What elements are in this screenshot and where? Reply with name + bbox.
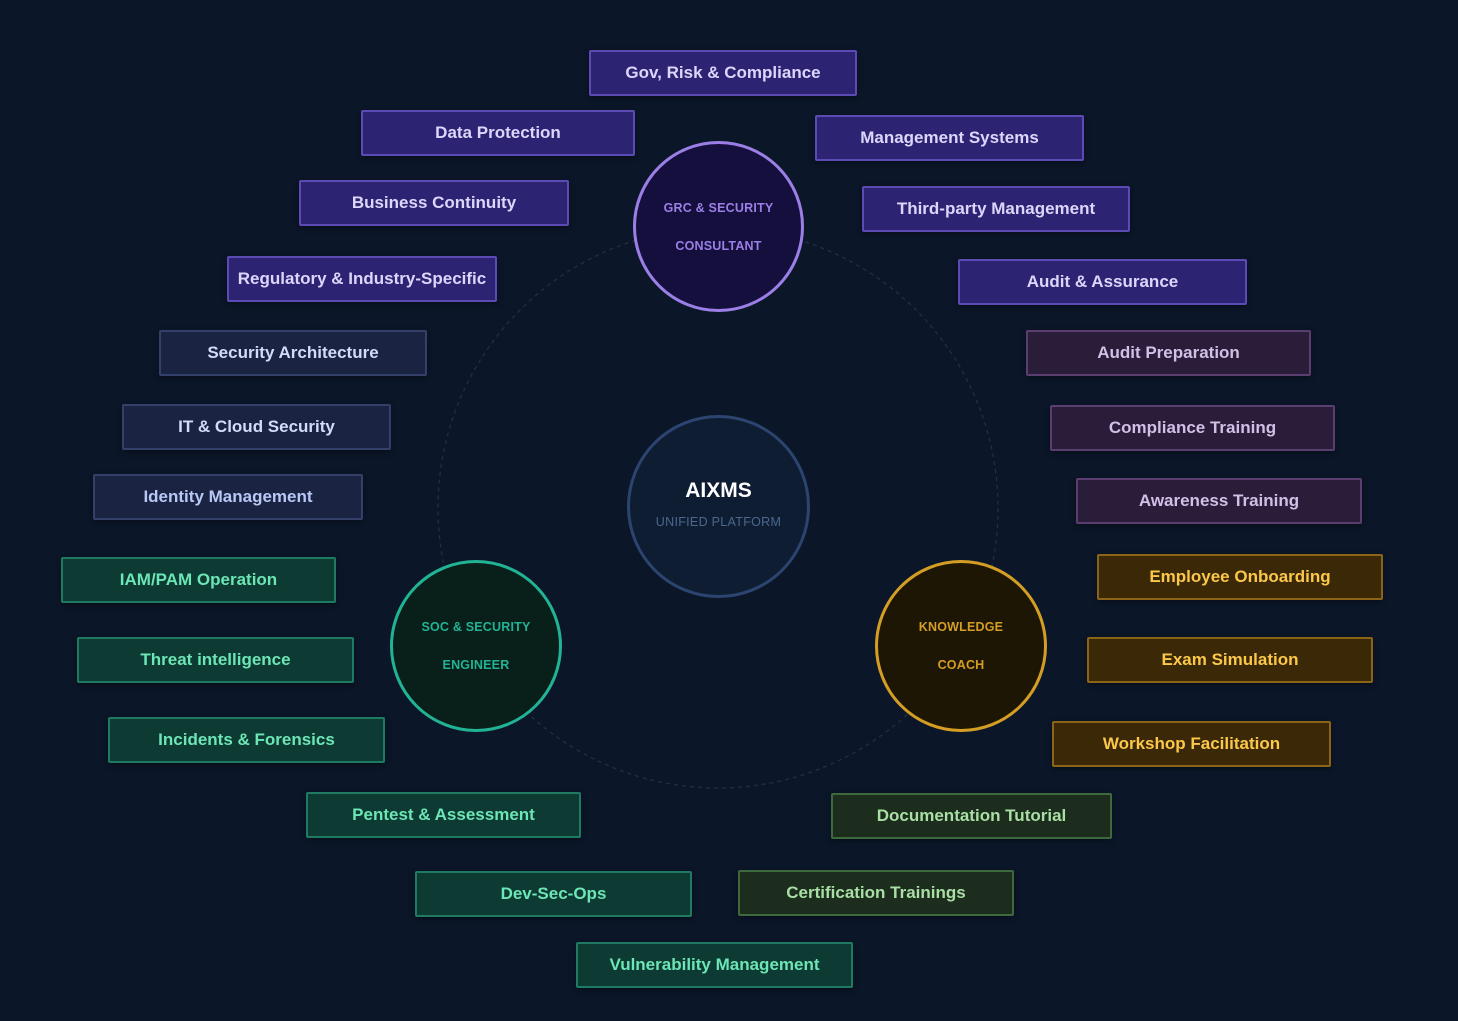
role-soc-line2: ENGINEER [442,658,510,672]
chip-security-architecture[interactable]: Security Architecture [159,330,427,376]
chip-employee-onboarding[interactable]: Employee Onboarding [1097,554,1383,600]
chip-compliance-training[interactable]: Compliance Training [1050,405,1335,451]
chip-audit-assurance[interactable]: Audit & Assurance [958,259,1247,305]
role-node-soc-engineer: SOC & SECURITY ENGINEER [390,560,562,732]
chip-pentest-assessment[interactable]: Pentest & Assessment [306,792,581,838]
chip-awareness-training[interactable]: Awareness Training [1076,478,1362,524]
chip-gov-risk-compliance[interactable]: Gov, Risk & Compliance [589,50,857,96]
role-coach-line2: COACH [937,658,985,672]
chip-workshop-facilitation[interactable]: Workshop Facilitation [1052,721,1331,767]
role-coach-line1: KNOWLEDGE [918,620,1004,634]
role-soc-line1: SOC & SECURITY [421,620,531,634]
chip-business-continuity[interactable]: Business Continuity [299,180,569,226]
chip-dev-sec-ops[interactable]: Dev-Sec-Ops [415,871,692,917]
center-subtitle: UNIFIED PLATFORM [655,514,782,529]
chip-certification-trainings[interactable]: Certification Trainings [738,870,1014,916]
center-title: AIXMS [685,478,752,502]
chip-identity-management[interactable]: Identity Management [93,474,363,520]
chip-iam-pam-operation[interactable]: IAM/PAM Operation [61,557,336,603]
chip-incidents-forensics[interactable]: Incidents & Forensics [108,717,385,763]
role-grc-line1: GRC & SECURITY [663,200,774,215]
chip-data-protection[interactable]: Data Protection [361,110,635,156]
role-grc-line2: CONSULTANT [675,238,762,253]
role-node-knowledge-coach: KNOWLEDGE COACH [875,560,1047,732]
chip-regulatory-industry[interactable]: Regulatory & Industry-Specific [227,256,497,302]
center-hub: AIXMS UNIFIED PLATFORM [627,415,810,598]
chip-threat-intelligence[interactable]: Threat intelligence [77,637,354,683]
chip-it-cloud-security[interactable]: IT & Cloud Security [122,404,391,450]
chip-management-systems[interactable]: Management Systems [815,115,1084,161]
chip-third-party-management[interactable]: Third-party Management [862,186,1130,232]
role-node-grc-consultant: GRC & SECURITY CONSULTANT [633,141,804,312]
chip-exam-simulation[interactable]: Exam Simulation [1087,637,1373,683]
chip-audit-preparation[interactable]: Audit Preparation [1026,330,1311,376]
chip-vulnerability-management[interactable]: Vulnerability Management [576,942,853,988]
chip-documentation-tutorial[interactable]: Documentation Tutorial [831,793,1112,839]
